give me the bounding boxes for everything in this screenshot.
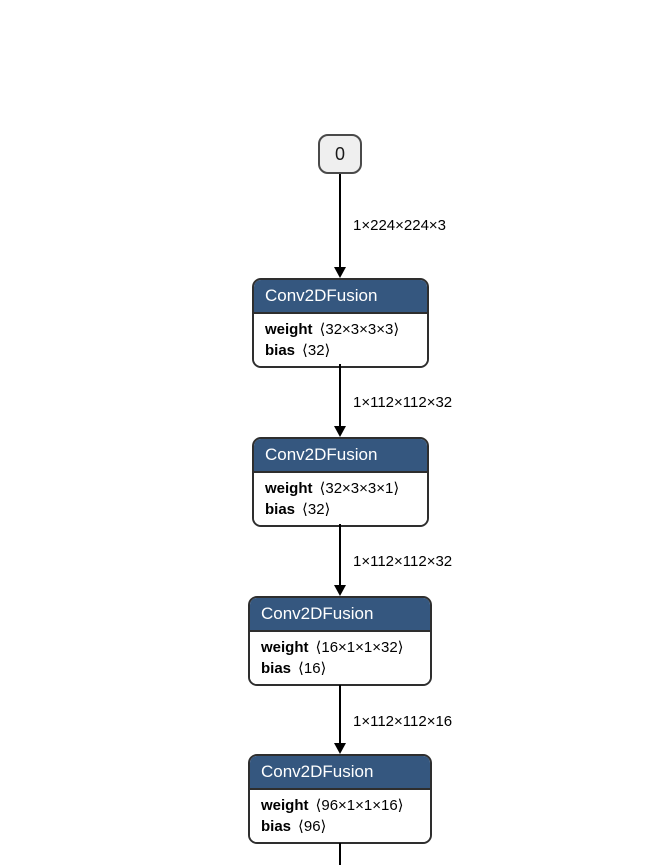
param-name: bias: [261, 818, 292, 835]
param-row: bias ⟨32⟩: [265, 499, 416, 520]
param-row: weight ⟨32×3×3×1⟩: [265, 478, 416, 499]
edge-tensor-label: 1×112×112×32: [353, 553, 453, 570]
param-row: weight ⟨96×1×1×16⟩: [261, 795, 419, 816]
param-name: weight: [261, 797, 309, 814]
graph-input-node[interactable]: 0: [318, 134, 362, 174]
param-name: weight: [265, 480, 313, 497]
node-type-header[interactable]: Conv2DFusion: [254, 439, 427, 473]
edge-line: [339, 685, 341, 744]
param-name: bias: [261, 660, 292, 677]
param-row: weight ⟨32×3×3×3⟩: [265, 319, 416, 340]
edge-line: [339, 174, 341, 268]
node-param-list: weight ⟨96×1×1×16⟩ bias ⟨96⟩: [250, 790, 430, 842]
param-row: weight ⟨16×1×1×32⟩: [261, 637, 419, 658]
node-type-header[interactable]: Conv2DFusion: [250, 598, 430, 632]
param-shape: ⟨96⟩: [298, 818, 327, 835]
param-name: bias: [265, 501, 296, 518]
node-type-header[interactable]: Conv2DFusion: [254, 280, 427, 314]
edge-line: [339, 364, 341, 427]
param-name: weight: [261, 639, 309, 656]
param-name: weight: [265, 321, 313, 338]
param-name: bias: [265, 342, 296, 359]
input-node-label: 0: [334, 143, 345, 164]
graph-node-conv2dfusion-3[interactable]: Conv2DFusion weight ⟨16×1×1×32⟩ bias ⟨16⟩: [248, 596, 432, 686]
graph-node-conv2dfusion-2[interactable]: Conv2DFusion weight ⟨32×3×3×1⟩ bias ⟨32⟩: [252, 437, 429, 527]
param-shape: ⟨16×1×1×32⟩: [315, 639, 404, 656]
node-param-list: weight ⟨32×3×3×1⟩ bias ⟨32⟩: [254, 473, 427, 525]
param-row: bias ⟨96⟩: [261, 816, 419, 837]
param-shape: ⟨32×3×3×3⟩: [319, 321, 400, 338]
param-shape: ⟨32×3×3×1⟩: [319, 480, 400, 497]
node-param-list: weight ⟨16×1×1×32⟩ bias ⟨16⟩: [250, 632, 430, 684]
arrowhead-icon: [334, 426, 346, 437]
node-type-header[interactable]: Conv2DFusion: [250, 756, 430, 790]
edge-tensor-label: 1×112×112×16: [353, 713, 453, 730]
param-shape: ⟨96×1×1×16⟩: [315, 797, 404, 814]
edge-tensor-label: 1×224×224×3: [353, 217, 447, 234]
param-shape: ⟨16⟩: [298, 660, 327, 677]
param-shape: ⟨32⟩: [302, 342, 331, 359]
graph-node-conv2dfusion-1[interactable]: Conv2DFusion weight ⟨32×3×3×3⟩ bias ⟨32⟩: [252, 278, 429, 368]
param-row: bias ⟨32⟩: [265, 340, 416, 361]
arrowhead-icon: [334, 743, 346, 754]
node-param-list: weight ⟨32×3×3×3⟩ bias ⟨32⟩: [254, 314, 427, 366]
param-row: bias ⟨16⟩: [261, 658, 419, 679]
param-shape: ⟨32⟩: [302, 501, 331, 518]
arrowhead-icon: [334, 585, 346, 596]
graph-node-conv2dfusion-4[interactable]: Conv2DFusion weight ⟨96×1×1×16⟩ bias ⟨96⟩: [248, 754, 432, 844]
edge-line: [339, 524, 341, 586]
edge-line: [339, 843, 341, 865]
arrowhead-icon: [334, 267, 346, 278]
edge-tensor-label: 1×112×112×32: [353, 394, 453, 411]
